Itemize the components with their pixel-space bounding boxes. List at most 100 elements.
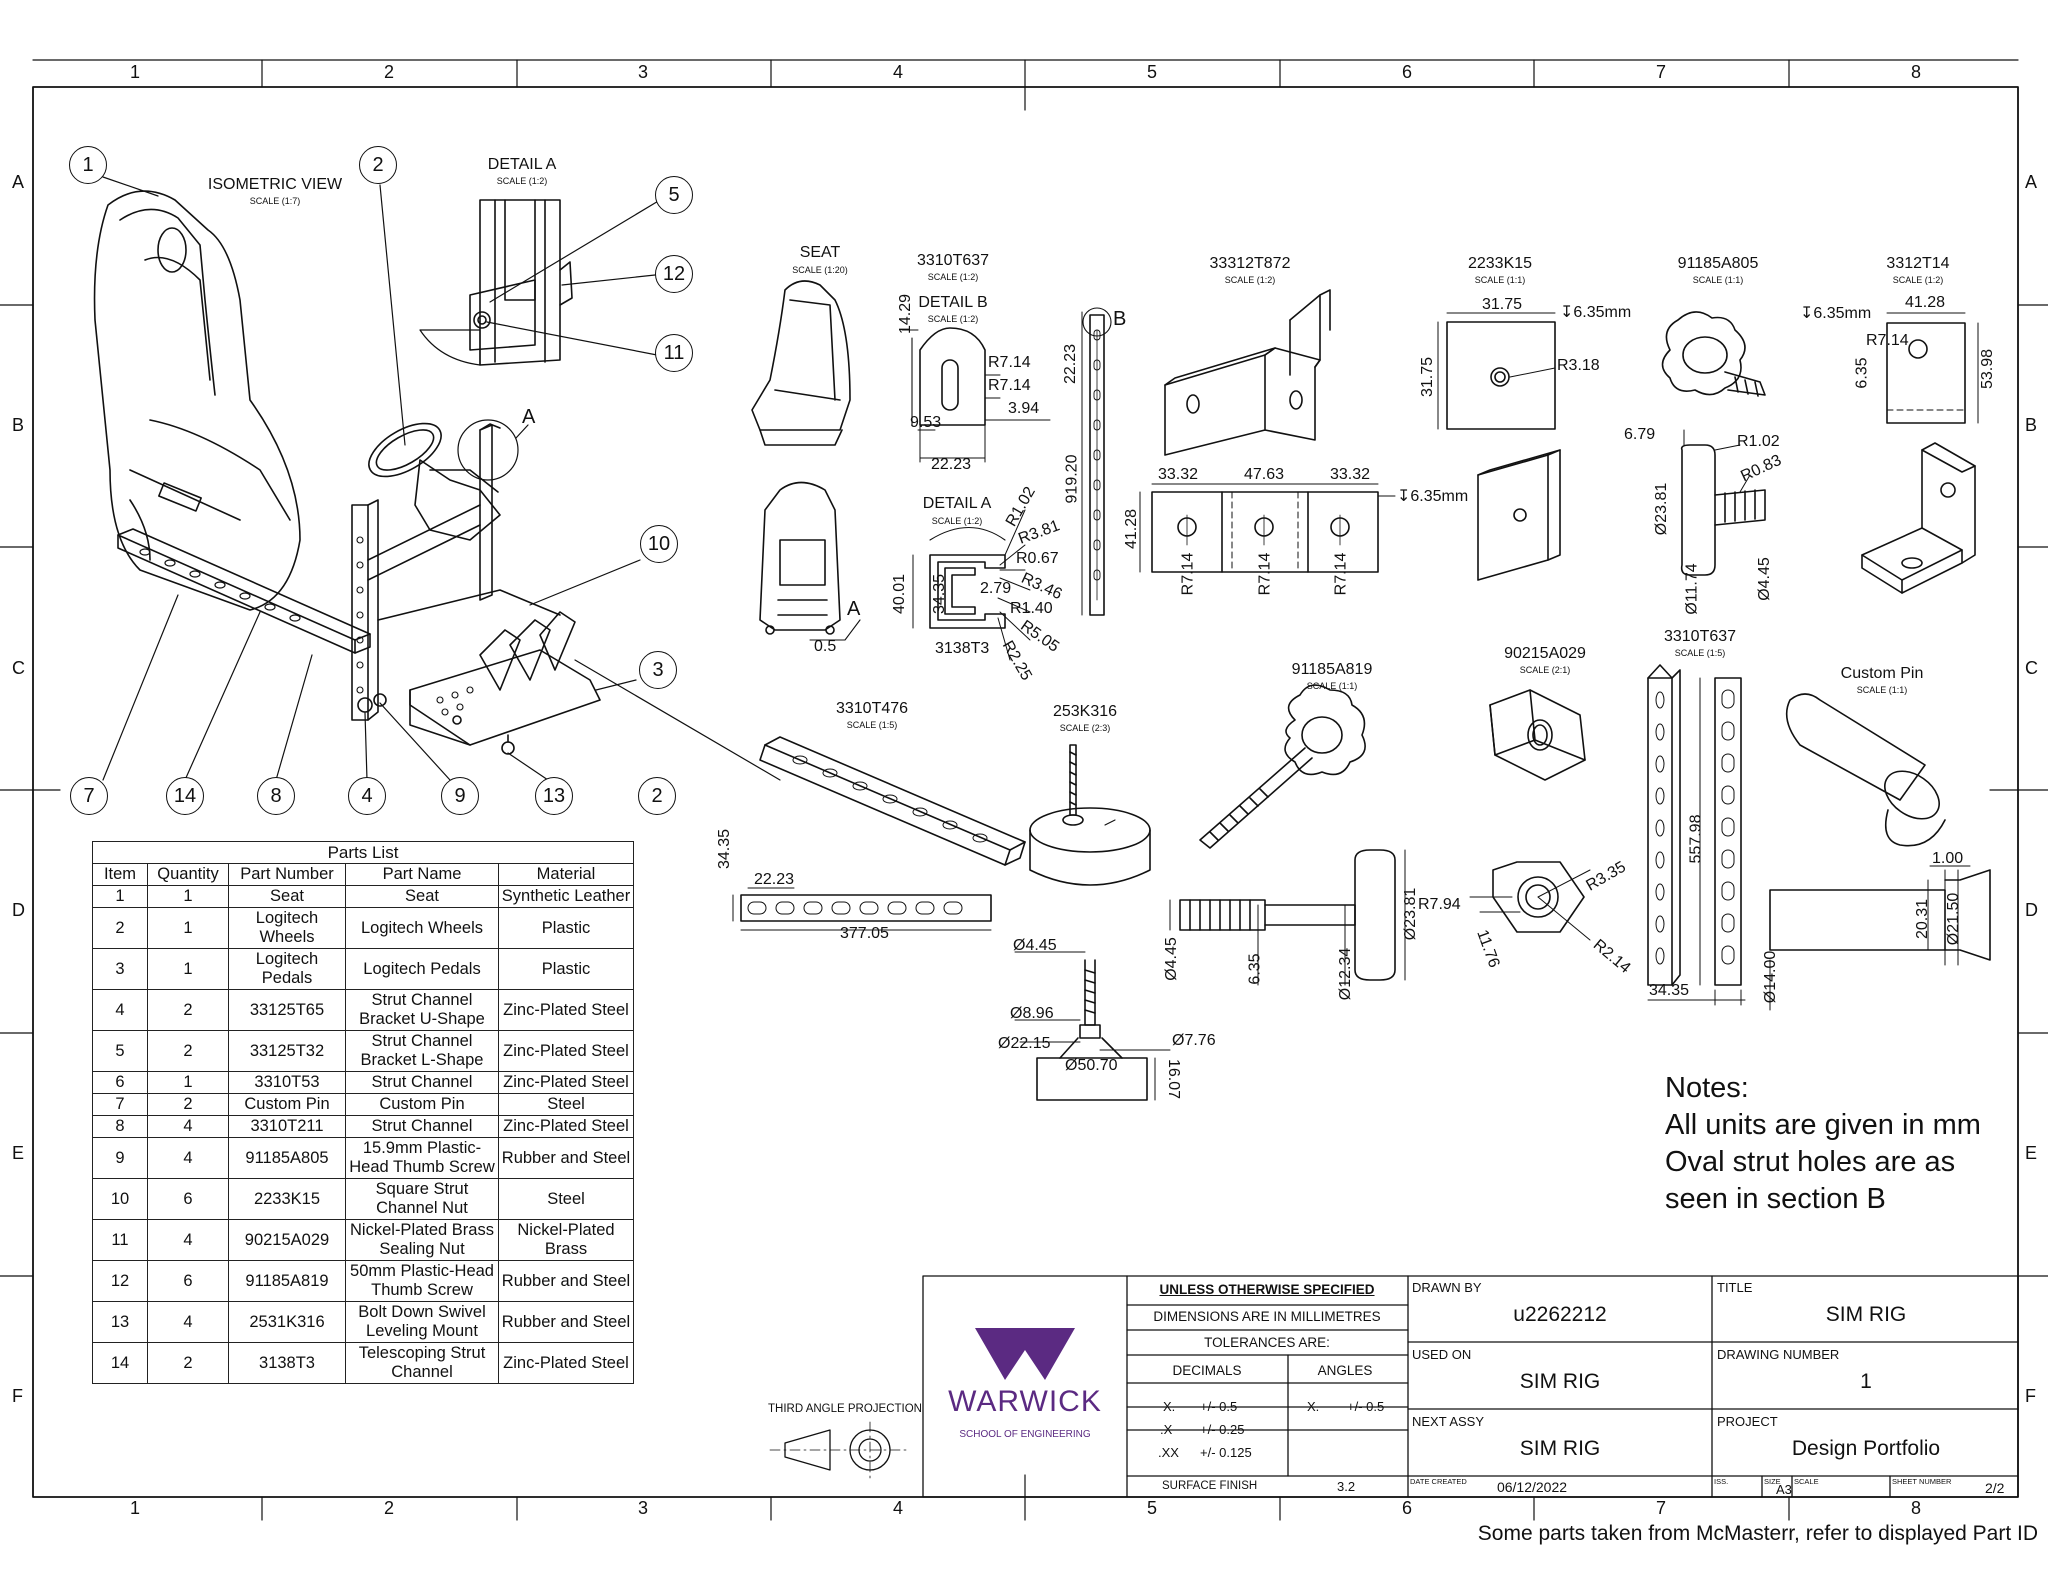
cell-quantity: 2 <box>147 1342 229 1384</box>
detail-a-callout-letter: A <box>522 406 536 428</box>
size-value: A3 <box>1776 1482 1792 1497</box>
size-label: SIZE <box>1764 1477 1781 1486</box>
notes-line: seen in section B <box>1665 1183 1886 1215</box>
seat-view-scale: SCALE (1:20) <box>792 265 848 275</box>
dim-label: 31.75 <box>1419 356 1437 398</box>
cell-material: Rubber and Steel <box>498 1260 634 1302</box>
knob-819-views <box>1169 684 1406 986</box>
cell-part-name: Strut Channel <box>345 1071 499 1094</box>
dim-label: R0.67 <box>1016 550 1059 567</box>
cell-quantity: 4 <box>147 1219 229 1261</box>
part-3312t14-title: 3312T14 <box>1886 255 1950 272</box>
part-253k316-scale: SCALE (2:3) <box>1059 723 1111 733</box>
drawing-number-value: 1 <box>1860 1370 1872 1393</box>
part-3312t14-scale: SCALE (1:2) <box>1892 275 1944 285</box>
cell-item: 7 <box>92 1093 148 1116</box>
part-91185a805-title: 91185A805 <box>1677 255 1759 272</box>
dim-label: 33.32 <box>1158 466 1199 483</box>
dim-label: 14.29 <box>897 293 915 335</box>
dim-label: Ø4.45 <box>1162 937 1180 981</box>
tol-x-label: X. <box>1163 1399 1176 1414</box>
angles-label: ANGLES <box>1317 1363 1373 1378</box>
dim-label: 6.35 <box>1246 953 1264 985</box>
seat-views <box>751 280 861 641</box>
dim-label: R7.14 <box>988 377 1031 394</box>
cell-quantity: 1 <box>147 1071 229 1094</box>
isometric-view-scale: SCALE (1:7) <box>249 196 301 206</box>
cell-quantity: 2 <box>147 1093 229 1116</box>
part-253k316-title: 253K316 <box>1052 703 1118 720</box>
used-on-label: USED ON <box>1412 1347 1472 1362</box>
balloon-item-5: 5 <box>655 176 693 214</box>
custom-pin-scale: SCALE (1:1) <box>1856 685 1908 695</box>
zone-col-3-bottom: 3 <box>637 1498 649 1518</box>
channel-iso <box>759 736 1026 866</box>
part-3310t637-scale: SCALE (1:2) <box>927 272 979 282</box>
dim-label: 34.35 <box>931 573 949 615</box>
used-on-value: SIM RIG <box>1519 1370 1601 1393</box>
footer-note: Some parts taken from McMasterr, refer t… <box>1477 1522 2038 1545</box>
cell-part-number: 2531K316 <box>228 1301 346 1343</box>
cell-material: Steel <box>498 1093 634 1116</box>
part-90215a029-scale: SCALE (2:1) <box>1519 665 1571 675</box>
cell-part-number: 3138T3 <box>228 1342 346 1384</box>
detail-b-title: DETAIL B <box>918 294 988 311</box>
dim-label: Ø21.50 <box>1945 892 1963 946</box>
balloon-item-1: 1 <box>69 146 107 184</box>
cell-item: 2 <box>92 907 148 949</box>
dim-label: 3.94 <box>1008 400 1040 417</box>
part-3310t637-title: 3310T637 <box>916 252 990 269</box>
balloon-item-13: 13 <box>535 777 573 815</box>
cell-part-number: 33125T65 <box>228 989 346 1031</box>
cell-part-number: Custom Pin <box>228 1093 346 1116</box>
dim-label: Ø8.96 <box>1010 1005 1054 1022</box>
column-header-part-number: Part Number <box>228 863 346 886</box>
cell-part-name: Logitech Wheels <box>345 907 499 949</box>
dimensions-units-label: DIMENSIONS ARE IN MILLIMETRES <box>1153 1309 1381 1324</box>
dim-label: 33.32 <box>1330 466 1371 483</box>
dim-label: R1.02 <box>1737 433 1780 450</box>
cell-quantity: 2 <box>147 989 229 1031</box>
square-nut-views <box>1437 312 1561 581</box>
cell-quantity: 6 <box>147 1260 229 1302</box>
zone-row-b: B <box>12 415 25 435</box>
cell-item: 12 <box>92 1260 148 1302</box>
project-label: PROJECT <box>1717 1414 1778 1429</box>
zone-col-5: 5 <box>1146 62 1158 82</box>
dim-label: Ø7.76 <box>1172 1032 1216 1049</box>
dim-label: 6.79 <box>1624 426 1656 443</box>
dim-label: R3.18 <box>1557 357 1600 374</box>
cell-material: Zinc-Plated Steel <box>498 1342 634 1384</box>
cell-material: Zinc-Plated Steel <box>498 1071 634 1094</box>
dim-label: R1.40 <box>1010 600 1053 617</box>
balloon-item-14: 14 <box>166 777 204 815</box>
balloon-item-12: 12 <box>655 255 693 293</box>
cell-material: Zinc-Plated Steel <box>498 989 634 1031</box>
part-3310t637-b-title: 3310T637 <box>1663 628 1737 645</box>
dim-label: ↧6.35mm <box>1560 304 1632 321</box>
detail-a-top-scale: SCALE (1:2) <box>496 176 548 186</box>
cell-part-name: Strut Channel <box>345 1115 499 1138</box>
dim-label: ↧6.35mm <box>1397 488 1469 505</box>
detail-b-view <box>901 327 1051 463</box>
zone-col-2-bottom: 2 <box>383 1498 395 1518</box>
dim-label: 919.20 <box>1063 454 1081 504</box>
cell-part-name: Bolt Down Swivel Leveling Mount <box>345 1301 499 1343</box>
drawing-number-label: DRAWING NUMBER <box>1717 1347 1840 1362</box>
cell-item: 4 <box>92 989 148 1031</box>
issue-label: ISS. <box>1714 1477 1729 1486</box>
zone-col-8-bottom: 8 <box>1910 1498 1922 1518</box>
dim-label: 31.75 <box>1482 296 1523 313</box>
dim-label: R7.14 <box>1866 332 1909 349</box>
dim-label: Ø4.45 <box>1013 937 1057 954</box>
sheet-number-value: 2/2 <box>1985 1480 2005 1496</box>
tol-x2-label: .XX <box>1158 1445 1179 1460</box>
zone-ticks <box>0 59 2048 1521</box>
surface-finish-value: 3.2 <box>1337 1479 1356 1494</box>
